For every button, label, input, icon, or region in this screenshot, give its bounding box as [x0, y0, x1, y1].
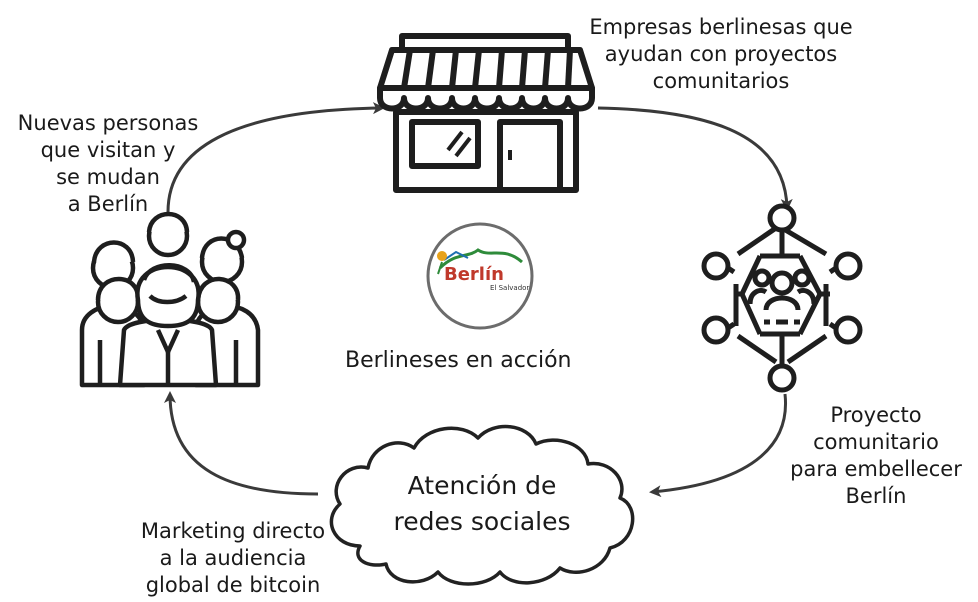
- project-line-3: para embellecer: [790, 457, 962, 481]
- businesses-line-2: ayudan con proyectos: [604, 42, 838, 66]
- social-line-2: redes sociales: [393, 507, 571, 536]
- people-line-1: Nuevas personas: [17, 111, 199, 135]
- cloud-icon: [329, 424, 635, 586]
- marketing-label: Marketing directo a la audiencia global …: [120, 518, 346, 599]
- marketing-line-3: global de bitcoin: [145, 573, 321, 597]
- diagram-title: Berlineses en acción: [345, 348, 572, 373]
- berlin-logo: [426, 222, 534, 330]
- people-label: Nuevas personas que visitan y se mudan a…: [6, 110, 210, 218]
- crowd-icon: [79, 211, 261, 388]
- logo-text: Berlín: [444, 264, 504, 285]
- people-line-2: que visitan y: [40, 138, 176, 162]
- arrow-people-to-businesses: [166, 102, 385, 213]
- businesses-label: Empresas berlinesas que ayudan con proye…: [574, 14, 868, 95]
- social-line-1: Atención de: [407, 471, 557, 500]
- project-label: Proyecto comunitario para embellecer Ber…: [780, 402, 972, 510]
- project-line-1: Proyecto: [830, 403, 922, 427]
- project-line-2: comunitario: [813, 430, 939, 454]
- social-label: Atención de redes sociales: [352, 468, 612, 540]
- storefront-icon: [377, 33, 595, 193]
- project-line-4: Berlín: [845, 484, 907, 508]
- marketing-line-1: Marketing directo: [140, 519, 326, 543]
- businesses-line-1: Empresas berlinesas que: [589, 15, 853, 39]
- logo-subtext: El Salvador: [490, 284, 530, 292]
- businesses-line-3: comunitarios: [652, 69, 790, 93]
- marketing-line-2: a la audiencia: [159, 546, 307, 570]
- people-line-3: se mudan: [56, 165, 160, 189]
- people-line-4: a Berlín: [67, 192, 149, 216]
- community-network-icon: [701, 203, 863, 393]
- arrow-social-to-people: [164, 391, 319, 496]
- arrow-project-to-social: [649, 393, 788, 498]
- arrow-businesses-to-project: [597, 106, 793, 211]
